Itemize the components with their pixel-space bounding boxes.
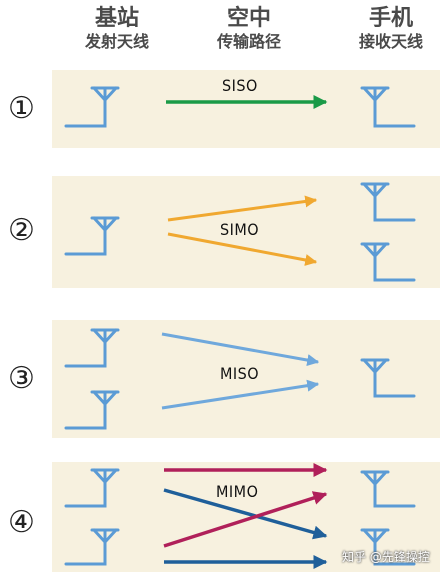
header-phone: 手机 接收天线 <box>336 6 446 52</box>
rx-antenna <box>360 182 416 222</box>
header-air-title: 空中 <box>226 6 271 31</box>
rx-antenna <box>360 242 416 282</box>
simo-arrow-lower <box>167 232 318 266</box>
label-mimo: MIMO <box>216 482 259 501</box>
row-number-4: ④ <box>8 505 35 540</box>
header-air: 空中 传输路径 <box>194 6 304 52</box>
mimo-arrow-cross-blue <box>163 488 328 540</box>
mimo-arrow-cross-magenta <box>163 491 328 548</box>
header-air-subtitle: 传输路径 <box>216 32 281 51</box>
label-siso: SISO <box>222 76 258 95</box>
tx-antenna <box>64 328 120 368</box>
row-number-1: ① <box>8 91 35 126</box>
rx-antenna <box>360 86 416 128</box>
row-number-2: ② <box>8 213 35 248</box>
rx-antenna <box>360 470 416 508</box>
watermark: 知乎 @先锋操控 <box>342 550 430 564</box>
label-simo: SIMO <box>220 220 260 239</box>
tx-antenna <box>64 86 120 128</box>
tx-antenna <box>64 216 120 256</box>
tx-antenna <box>64 528 120 566</box>
header-base-station-subtitle: 发射天线 <box>84 32 149 51</box>
tx-antenna <box>64 390 120 430</box>
label-miso: MISO <box>220 364 260 383</box>
header-base-station: 基站 发射天线 <box>62 6 172 52</box>
row-number-3: ③ <box>8 361 35 396</box>
header-phone-title: 手机 <box>368 6 413 31</box>
rx-antenna <box>360 358 416 398</box>
tx-antenna <box>64 468 120 508</box>
header-phone-subtitle: 接收天线 <box>358 32 423 51</box>
simo-arrow-upper <box>167 195 318 222</box>
miso-arrow-upper <box>161 332 320 366</box>
miso-arrow-lower <box>161 379 320 410</box>
rx-antenna <box>360 528 416 566</box>
header-base-station-title: 基站 <box>94 6 139 31</box>
